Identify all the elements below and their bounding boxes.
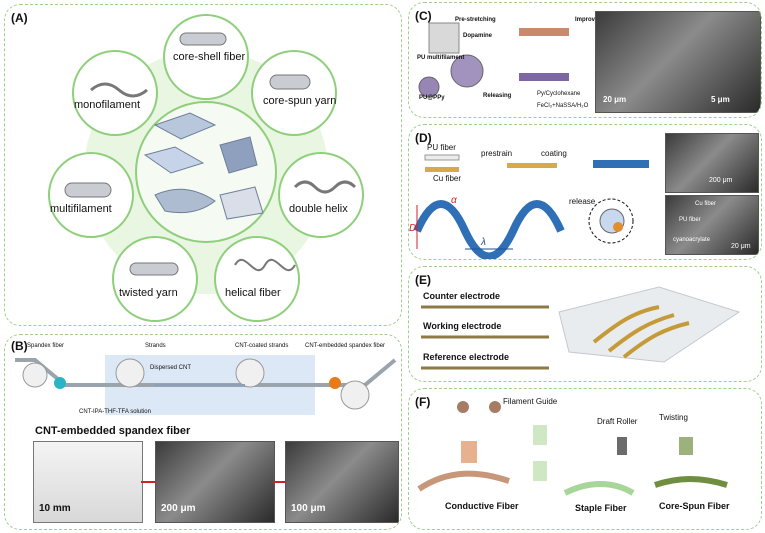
label-conductive-fiber: Conductive Fiber (445, 501, 519, 511)
label-alpha: α (451, 195, 457, 206)
label-dopamine: Dopamine (463, 33, 493, 39)
label-staple-fiber: Staple Fiber (575, 503, 627, 513)
red-arrow-1 (141, 481, 155, 483)
satellite-icons (64, 32, 357, 276)
label-releasing: Releasing (483, 93, 512, 99)
panel-f-diagram (417, 401, 728, 496)
panel-f: (F) Filament Guide Draft Roller Twisting… (408, 388, 762, 530)
label-solution: CNT-IPA-THF-TFA solution (79, 409, 151, 415)
label-pu-fiber: PU fiber (427, 143, 456, 152)
panel-d-sem-1 (665, 133, 759, 193)
label-filament-guide: Filament Guide (503, 397, 558, 406)
panel-e-diagram (421, 286, 741, 370)
panel-a-label: (A) (11, 11, 28, 25)
panel-c-label: (C) (415, 9, 432, 23)
label-cu-fiber: Cu fiber (433, 174, 462, 183)
panel-c-sem (595, 11, 761, 113)
legend-fecl3: FeCl₃+NaSSA/H₂O (537, 103, 589, 109)
label-core-spun: core-spun yarn (263, 95, 337, 107)
panel-d: (D) PU fiber Cu fiber prestrain coating … (408, 124, 762, 260)
label-cnt-embedded: CNT-embedded spandex fiber (305, 343, 386, 349)
embedded-electrodes (592, 305, 690, 359)
label-prestrain: prestrain (481, 149, 513, 158)
panel-e: (E) Counter electrode Working electrode … (408, 266, 762, 382)
panel-d-diagram (413, 154, 649, 259)
panel-b-subtitle: CNT-embedded spandex fiber (35, 425, 191, 437)
label-dispersed-cnt: Dispersed CNT (150, 365, 192, 371)
panel-b: (B) Spandex fiber Strands Dispersed CNT … (4, 334, 402, 530)
label-monofilament: monofilament (74, 99, 141, 111)
scale-bar-2: 200 μm (161, 503, 196, 514)
red-arrow-2 (273, 481, 285, 483)
label-core-spun-fiber: Core-Spun Fiber (659, 501, 730, 511)
label-helical-fiber: helical fiber (225, 287, 281, 299)
sem-image-2 (285, 441, 399, 523)
panel-d-sem-2 (665, 195, 759, 255)
label-lambda: λ (481, 237, 486, 248)
label-d: D (409, 223, 417, 234)
scale-c-1: 20 μm (603, 95, 627, 104)
scale-bar-3: 100 μm (291, 503, 326, 514)
label-reference-electrode: Reference electrode (423, 352, 510, 362)
spandex-photo (33, 441, 143, 523)
panel-d-label: (D) (415, 131, 432, 145)
label-double-helix: double helix (289, 203, 348, 215)
electrode-fibers (421, 305, 549, 370)
center-mesh-icons (143, 112, 264, 220)
label-coating: coating (541, 149, 567, 158)
label-pu-multifilament: PU multifilament (417, 55, 465, 61)
panel-e-label: (E) (415, 273, 431, 287)
label-twisted-yarn: twisted yarn (119, 287, 178, 299)
scale-d-1: 200 μm (709, 177, 733, 184)
label-working-electrode: Working electrode (423, 321, 502, 331)
scale-bar-1: 10 mm (39, 503, 71, 514)
legend-py-cyclohexane: Py/Cyclohexane (537, 91, 581, 97)
label-strands: Strands (145, 343, 166, 349)
label-pre-stretching: Pre-stretching (455, 17, 496, 23)
label-counter-electrode: Counter electrode (423, 291, 501, 301)
panel-a-diagram (48, 14, 364, 322)
label-multifilament: multifilament (50, 203, 112, 215)
label-twisting: Twisting (659, 413, 688, 422)
panel-a: (A) (4, 4, 402, 326)
panel-c: (C) Pre-stretching Dopamine Improved in … (408, 2, 762, 118)
panel-b-label: (B) (11, 339, 28, 353)
label-release: release (569, 197, 596, 206)
label-cyanoacrylate: cyanoacrylate (673, 237, 711, 243)
panel-f-label: (F) (415, 395, 431, 409)
panel-c-diagram (418, 22, 569, 98)
scale-c-2: 5 μm (711, 95, 730, 104)
scale-d-2: 20 μm (731, 243, 751, 250)
panel-b-process-diagram (15, 355, 397, 415)
label-cu-fiber-2: Cu fiber (695, 201, 717, 207)
label-pu-ppy: PU@PPy (419, 95, 445, 101)
label-cnt-coated: CNT-coated strands (235, 343, 289, 349)
label-core-shell: core-shell fiber (173, 51, 246, 63)
label-spandex-fiber: Spandex fiber (27, 343, 65, 349)
label-pu-fiber-2: PU fiber (679, 217, 701, 223)
label-draft-roller: Draft Roller (597, 417, 638, 426)
